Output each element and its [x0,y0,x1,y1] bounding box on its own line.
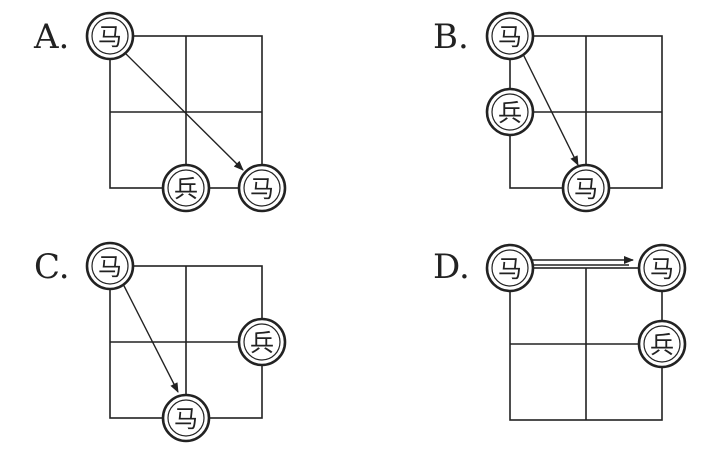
move-arrow [119,277,179,393]
piece-char: 兵 [498,99,522,127]
horse-piece-start: 马 [85,11,135,61]
move-arrow [119,47,244,171]
option-label: C. [34,247,70,287]
horse-piece-start: 马 [485,243,535,293]
pawn-piece: 兵 [237,317,287,367]
horse-piece-target: 马 [637,243,687,293]
option-label: B. [433,17,469,57]
option-b: B.兵马马 [433,11,663,213]
piece-char: 兵 [650,331,674,359]
option-label: D. [433,247,470,287]
piece-char: 马 [498,23,522,51]
option-a: A.兵马马 [33,11,287,213]
horse-piece-target: 马 [561,163,611,213]
pawn-piece: 兵 [637,319,687,369]
pawn-piece: 兵 [485,87,535,137]
option-c: C.兵马马 [34,241,287,443]
piece-char: 马 [98,253,122,281]
piece-char: 马 [174,405,198,433]
move-arrow [519,47,579,166]
horse-piece-target: 马 [237,163,287,213]
horse-piece-target: 马 [161,393,211,443]
piece-char: 兵 [250,329,274,357]
pawn-piece: 兵 [161,163,211,213]
option-label: A. [33,17,69,57]
piece-char: 兵 [174,175,198,203]
option-d: D. 兵 马 马 [433,243,687,421]
piece-char: 马 [98,23,122,51]
piece-char: 马 [574,175,598,203]
piece-char: 马 [650,255,674,283]
horse-piece-start: 马 [485,11,535,61]
piece-char: 马 [498,255,522,283]
horse-piece-start: 马 [85,241,135,291]
piece-char: 马 [250,175,274,203]
